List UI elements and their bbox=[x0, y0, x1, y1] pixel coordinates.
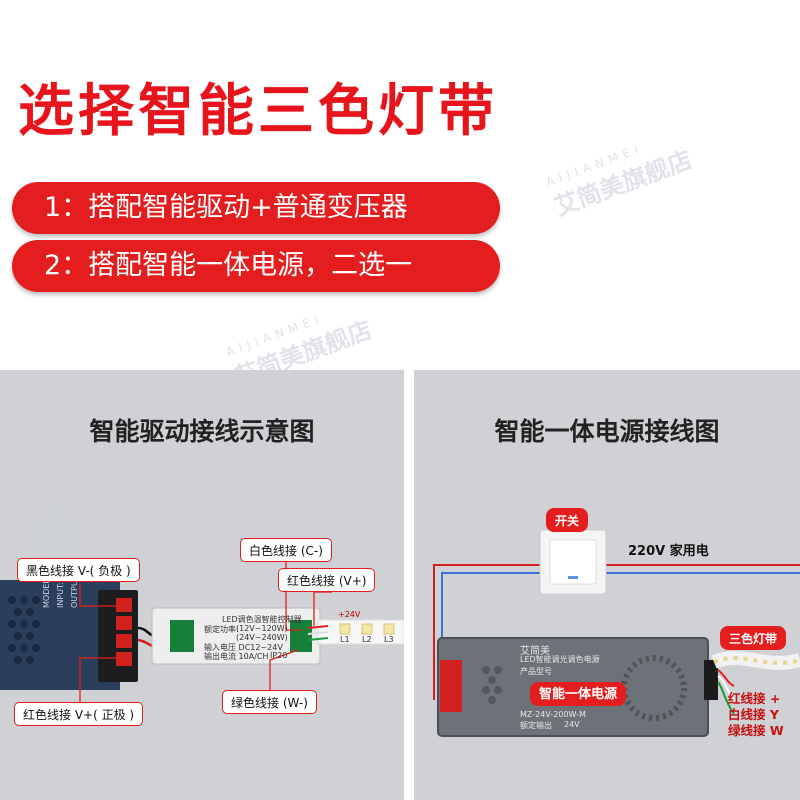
power-product-text: LED智能调光调色电源 bbox=[520, 655, 600, 664]
wire-legend-white: 白线接 Y bbox=[728, 707, 779, 722]
power-output-terminal bbox=[704, 660, 718, 700]
panel-divider bbox=[404, 370, 414, 800]
label-white-wire: 白色线接 (C-) bbox=[240, 538, 332, 562]
strip-mark-l2: L2 bbox=[362, 635, 372, 644]
option-pill-2: 2：搭配智能一体电源，二选一 bbox=[12, 240, 500, 292]
right-panel: 智能一体电源接线图 开关 220V 家用电 三色灯带 智能一体电源 艾简美 LE… bbox=[414, 370, 800, 800]
driver-input-voltage: 输入电压 DC12~24V bbox=[204, 643, 283, 652]
power-rated-value: 24V bbox=[564, 720, 580, 729]
option-pill-1: 1：搭配智能驱动+普通变压器 bbox=[12, 182, 500, 234]
strip-mark-l1: L1 bbox=[340, 635, 350, 644]
driver-ip-rating: IP20 bbox=[270, 651, 288, 660]
label-black-wire: 黑色线接 V-( 负极 ) bbox=[17, 558, 140, 582]
strip-mark-24v: +24V bbox=[338, 610, 361, 619]
watermark-top: AIJIANMEI 艾简美旗舰店 bbox=[544, 127, 696, 222]
driver-output-terminal bbox=[290, 620, 312, 652]
strip-label: 三色灯带 bbox=[720, 626, 787, 650]
left-panel: 智能驱动接线示意图 bbox=[0, 370, 404, 800]
left-panel-title: 智能驱动接线示意图 bbox=[89, 417, 315, 446]
power-input-terminal bbox=[440, 660, 462, 712]
right-panel-title: 智能一体电源接线图 bbox=[494, 417, 720, 446]
mains-label: 220V 家用电 bbox=[628, 544, 709, 559]
switch-label: 开关 bbox=[546, 508, 589, 532]
power-unit-label: 智能一体电源 bbox=[530, 682, 627, 706]
power-brand-text: 艾简美 bbox=[520, 646, 550, 657]
driver-input-terminal bbox=[170, 620, 194, 652]
power-rated-caption: 额定输出 bbox=[520, 721, 552, 730]
label-red-wire-v: 红色线接 (V+) bbox=[278, 568, 376, 592]
power-model-text: MZ-24V-200W-M bbox=[520, 710, 586, 719]
driver-power-12v: (12V~120W) bbox=[236, 624, 288, 633]
headline: 选择智能三色灯带 bbox=[18, 79, 498, 144]
power-model-caption: 产品型号 bbox=[520, 667, 552, 676]
wire-legend-green: 绿线接 W bbox=[728, 723, 784, 738]
driver-power-24v: (24V~240W) bbox=[236, 633, 288, 642]
wire-legend-red: 红线接 + bbox=[728, 691, 781, 706]
label-red-wire-positive: 红色线接 V+( 正极 ) bbox=[14, 702, 144, 726]
driver-power-text: 额定功率: bbox=[204, 625, 239, 634]
label-green-wire: 绿色线接 (W-) bbox=[222, 690, 317, 714]
driver-title-text: LED调色温智能控制器 bbox=[222, 615, 302, 624]
strip-mark-l3: L3 bbox=[384, 635, 394, 644]
driver-output-current: 输出电流 10A/CH bbox=[204, 652, 269, 661]
left-wiring-diagram bbox=[0, 560, 404, 702]
